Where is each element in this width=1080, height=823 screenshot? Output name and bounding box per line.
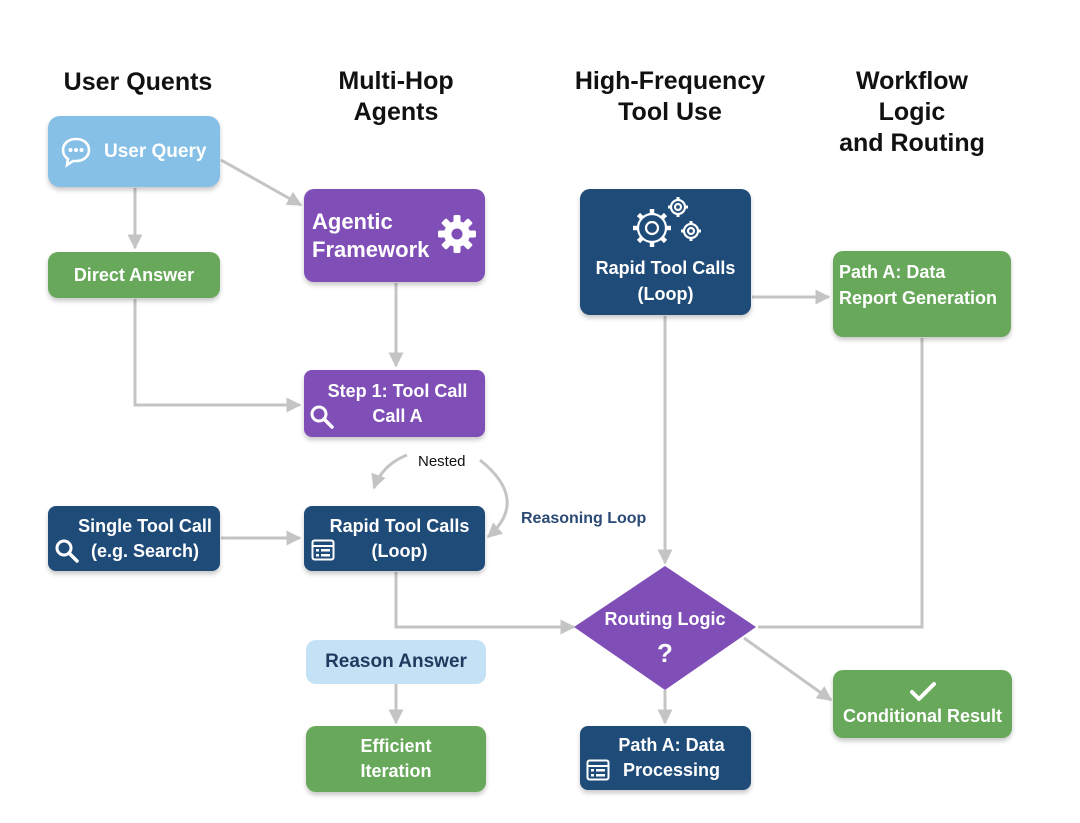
search-icon [54, 538, 80, 564]
routing-logic-text: Routing Logic ? [574, 608, 756, 670]
reason-answer-label: Reason Answer [325, 651, 467, 672]
direct-answer-label: Direct Answer [73, 264, 195, 285]
conditional-result-label: Conditional Result [843, 705, 1002, 726]
nested-label: Nested [418, 453, 466, 470]
edge-routing-to-conditional [743, 636, 833, 702]
routing-logic-label: Routing Logic [604, 609, 726, 629]
list-icon [311, 539, 335, 561]
efficient-iteration-label: Efficient Iteration [360, 736, 432, 781]
rapid-tool-calls-top-node[interactable]: Rapid Tool Calls (Loop) [580, 189, 751, 315]
column-title-multi-hop: Multi-Hop Agents [338, 67, 454, 126]
column-title-high-frequency: High-Frequency Tool Use [574, 67, 766, 126]
reasoning-loop-label: Reasoning Loop [521, 510, 647, 527]
rapid-tool-calls-top-label: Rapid Tool Calls (Loop) [595, 258, 736, 304]
reason-answer-node[interactable]: Reason Answer [306, 640, 486, 684]
rapid-tool-calls-loop-node[interactable]: Rapid Tool Calls (Loop) [304, 506, 485, 571]
single-tool-call-label: Single Tool Call (e.g. Search) [78, 515, 212, 561]
step1-tool-call-label: Step 1: Tool Call Call A [327, 380, 468, 426]
path-a-report-label: Path A: Data Report Generation [839, 262, 998, 308]
agentic-framework-node[interactable]: Agentic Framework [304, 189, 485, 282]
gear-icon [437, 214, 477, 254]
routing-logic-diamond[interactable] [574, 566, 756, 690]
path-a-processing-label: Path A: Data Processing [618, 735, 725, 780]
step1-tool-call-node[interactable]: Step 1: Tool Call Call A [304, 370, 485, 437]
conditional-result-node[interactable]: Conditional Result [833, 670, 1012, 738]
agentic-framework-label: Agentic Framework [312, 208, 430, 262]
edge-loop-to-routing [394, 572, 576, 635]
direct-answer-node[interactable]: Direct Answer [48, 252, 220, 298]
edge-direct-to-step1 [133, 299, 302, 413]
list-icon [586, 759, 610, 781]
checkmark-icon [909, 681, 936, 702]
efficient-iteration-node[interactable]: Efficient Iteration [306, 726, 486, 792]
user-query-label: User Query [104, 140, 207, 162]
edge-nested-loop-left [371, 453, 408, 490]
rapid-tool-calls-loop-label: Rapid Tool Calls (Loop) [329, 515, 470, 561]
single-tool-call-node[interactable]: Single Tool Call (e.g. Search) [48, 506, 220, 571]
question-icon: ? [657, 638, 673, 668]
edge-nested-loop-right [479, 458, 509, 539]
column-title-workflow: Workflow Logic and Routing [839, 67, 985, 157]
edge-query-to-framework [220, 158, 303, 207]
column-title-user-queries: User Quents [63, 68, 213, 96]
gears-icon [628, 195, 708, 251]
user-query-node[interactable]: User Query [48, 116, 220, 187]
path-a-processing-node[interactable]: Path A: Data Processing [580, 726, 751, 790]
chat-bubble-icon [60, 136, 92, 168]
search-icon [309, 404, 335, 430]
path-a-report-node[interactable]: Path A: Data Report Generation [833, 251, 1011, 337]
edge-report-to-routing [758, 338, 924, 629]
